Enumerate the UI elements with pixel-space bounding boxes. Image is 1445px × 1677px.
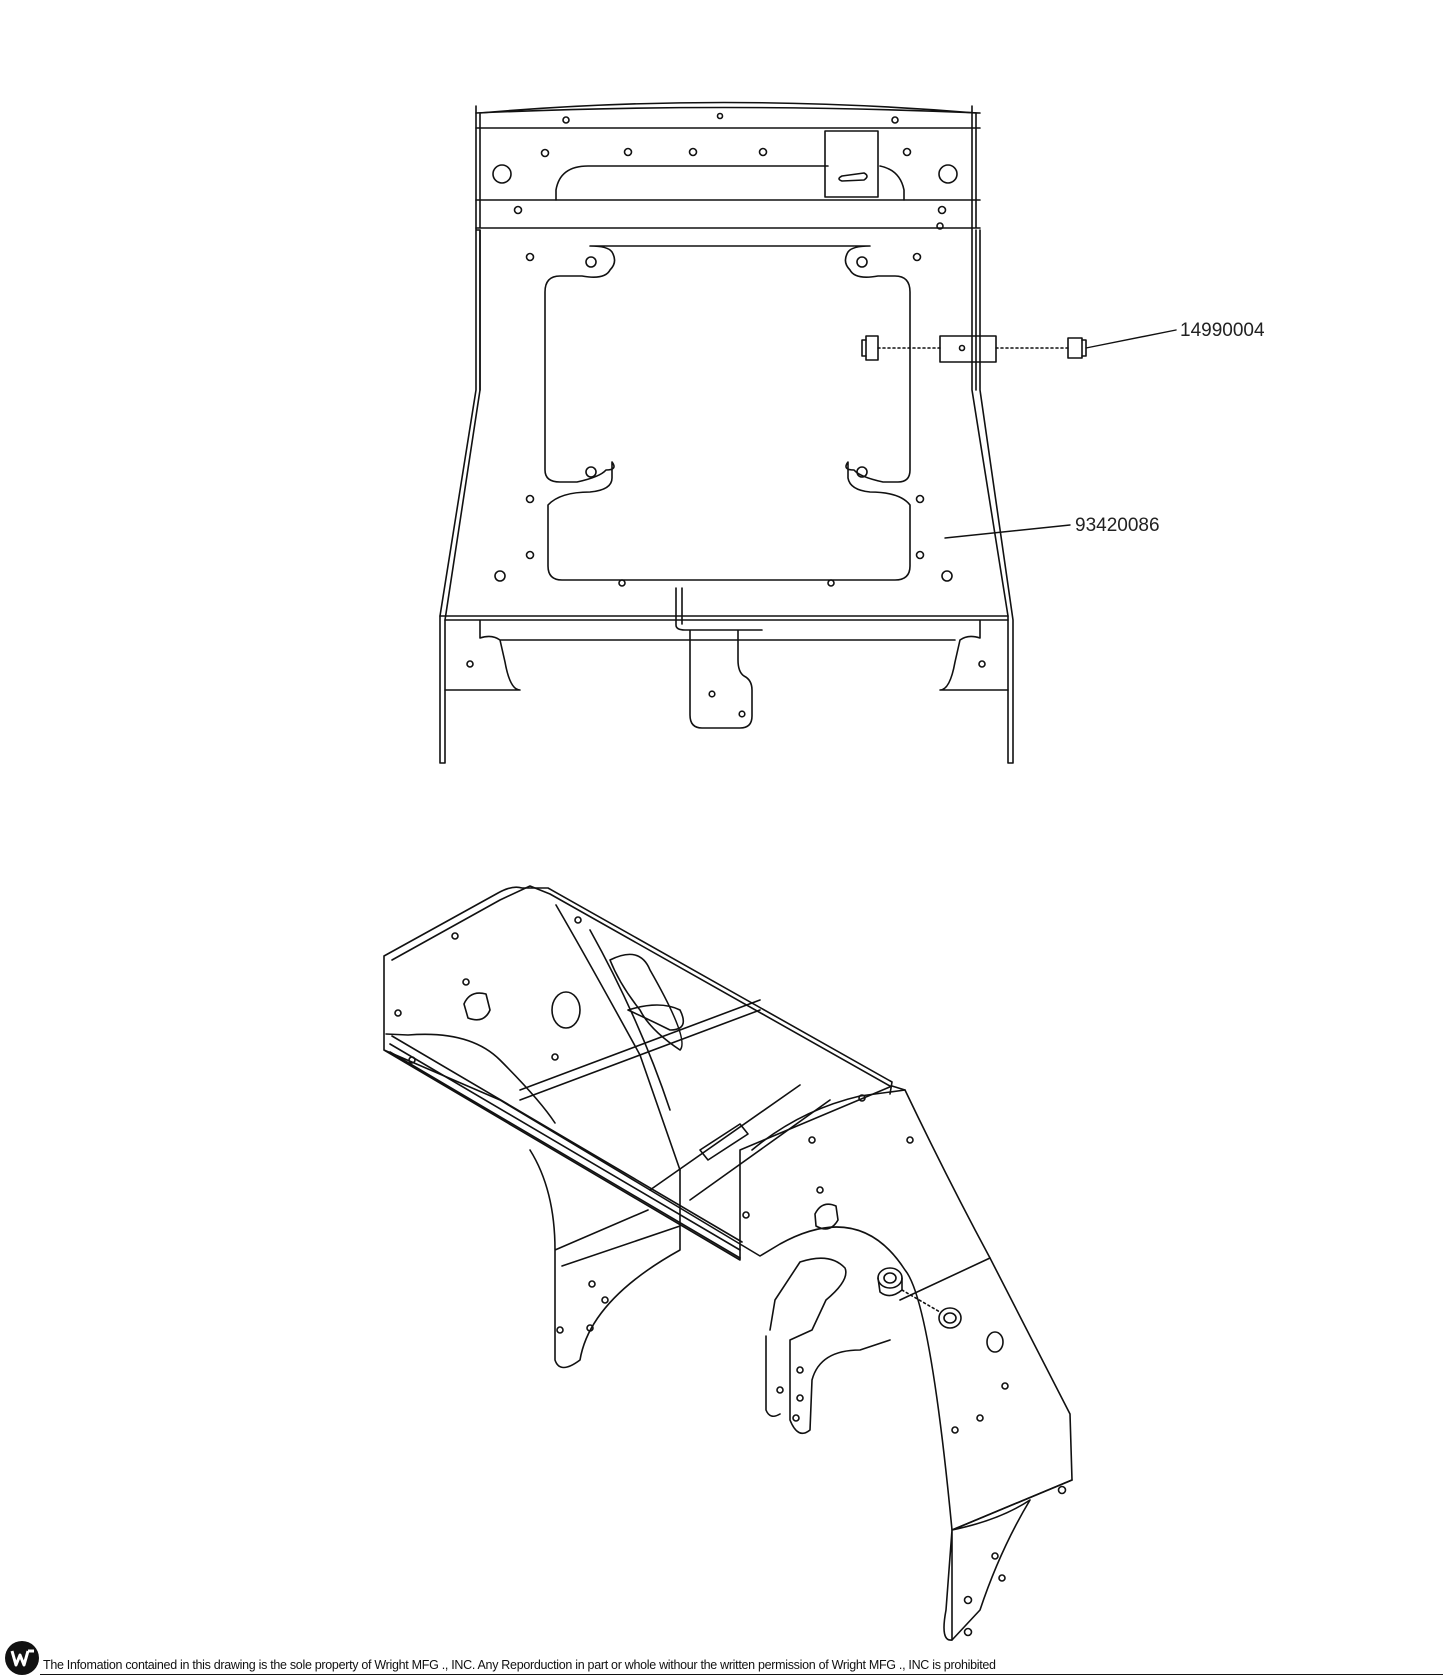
iso-brace-cutout <box>609 953 683 1051</box>
iso-left-skirt <box>529 1149 681 1369</box>
bottom-hole-right <box>978 660 986 668</box>
iso-mount-bracket <box>765 1257 891 1435</box>
bracket-slot <box>838 172 868 182</box>
tab-hole-2 <box>738 710 746 718</box>
iso-bushing-near-body <box>877 1277 903 1297</box>
front-view <box>439 101 1177 764</box>
footer-rule <box>40 1674 1443 1675</box>
top-rail <box>475 106 981 229</box>
top-rail-holes <box>513 112 947 230</box>
bushing-left-flange <box>861 339 867 357</box>
top-rail-slot <box>555 165 905 201</box>
panel-edges <box>479 229 977 391</box>
iso-cross-strap <box>519 999 761 1101</box>
iso-slot-left <box>463 992 491 1021</box>
bracket-tab <box>824 130 879 198</box>
part-number-callout-a: 14990004 <box>1180 320 1265 341</box>
iso-front-rail <box>389 1035 743 1259</box>
panel-window <box>544 245 911 581</box>
iso-holes <box>394 916 1067 1637</box>
iso-slot-right <box>814 1203 839 1230</box>
top-rail-hole-right <box>938 164 958 184</box>
iso-assembly-dotted <box>901 1289 941 1313</box>
iso-right-lower <box>951 1479 1073 1641</box>
bushing-left <box>865 335 879 361</box>
iso-bushing-near-bore <box>883 1272 897 1284</box>
iso-center-strap <box>649 1084 831 1201</box>
iso-left-panel-inner <box>385 1033 556 1124</box>
iso-bushing-near <box>877 1267 903 1289</box>
tab-hole-1 <box>708 690 716 698</box>
panel-holes <box>494 252 953 587</box>
iso-large-hole-left <box>551 991 581 1029</box>
iso-right-panel-fold <box>751 1089 991 1301</box>
mount-block <box>939 335 997 363</box>
bushing-right <box>1067 337 1083 359</box>
bottom-member <box>439 615 1009 691</box>
bottom-tab <box>675 587 763 729</box>
iso-diagonal-brace <box>555 904 685 1171</box>
footer: The Infomation contained in this drawing… <box>0 1636 1445 1677</box>
top-rail-hole-left <box>492 164 512 184</box>
front-view-outline <box>439 101 1014 764</box>
iso-large-hole-right <box>986 1331 1004 1353</box>
iso-bushing-far-bore <box>943 1312 957 1324</box>
iso-right-panel <box>739 1085 1073 1641</box>
mount-block-hole <box>958 344 966 352</box>
bottom-hole-left <box>466 660 474 668</box>
wright-logo-icon <box>5 1641 39 1675</box>
copyright-notice: The Infomation contained in this drawing… <box>43 1658 996 1672</box>
isometric-view <box>383 885 1073 1641</box>
iso-bushing-far <box>938 1307 962 1329</box>
leader-line-b <box>944 524 1071 539</box>
leader-line-a <box>1085 329 1177 349</box>
iso-top-edge <box>391 885 891 1087</box>
part-number-callout-b: 93420086 <box>1075 515 1160 536</box>
